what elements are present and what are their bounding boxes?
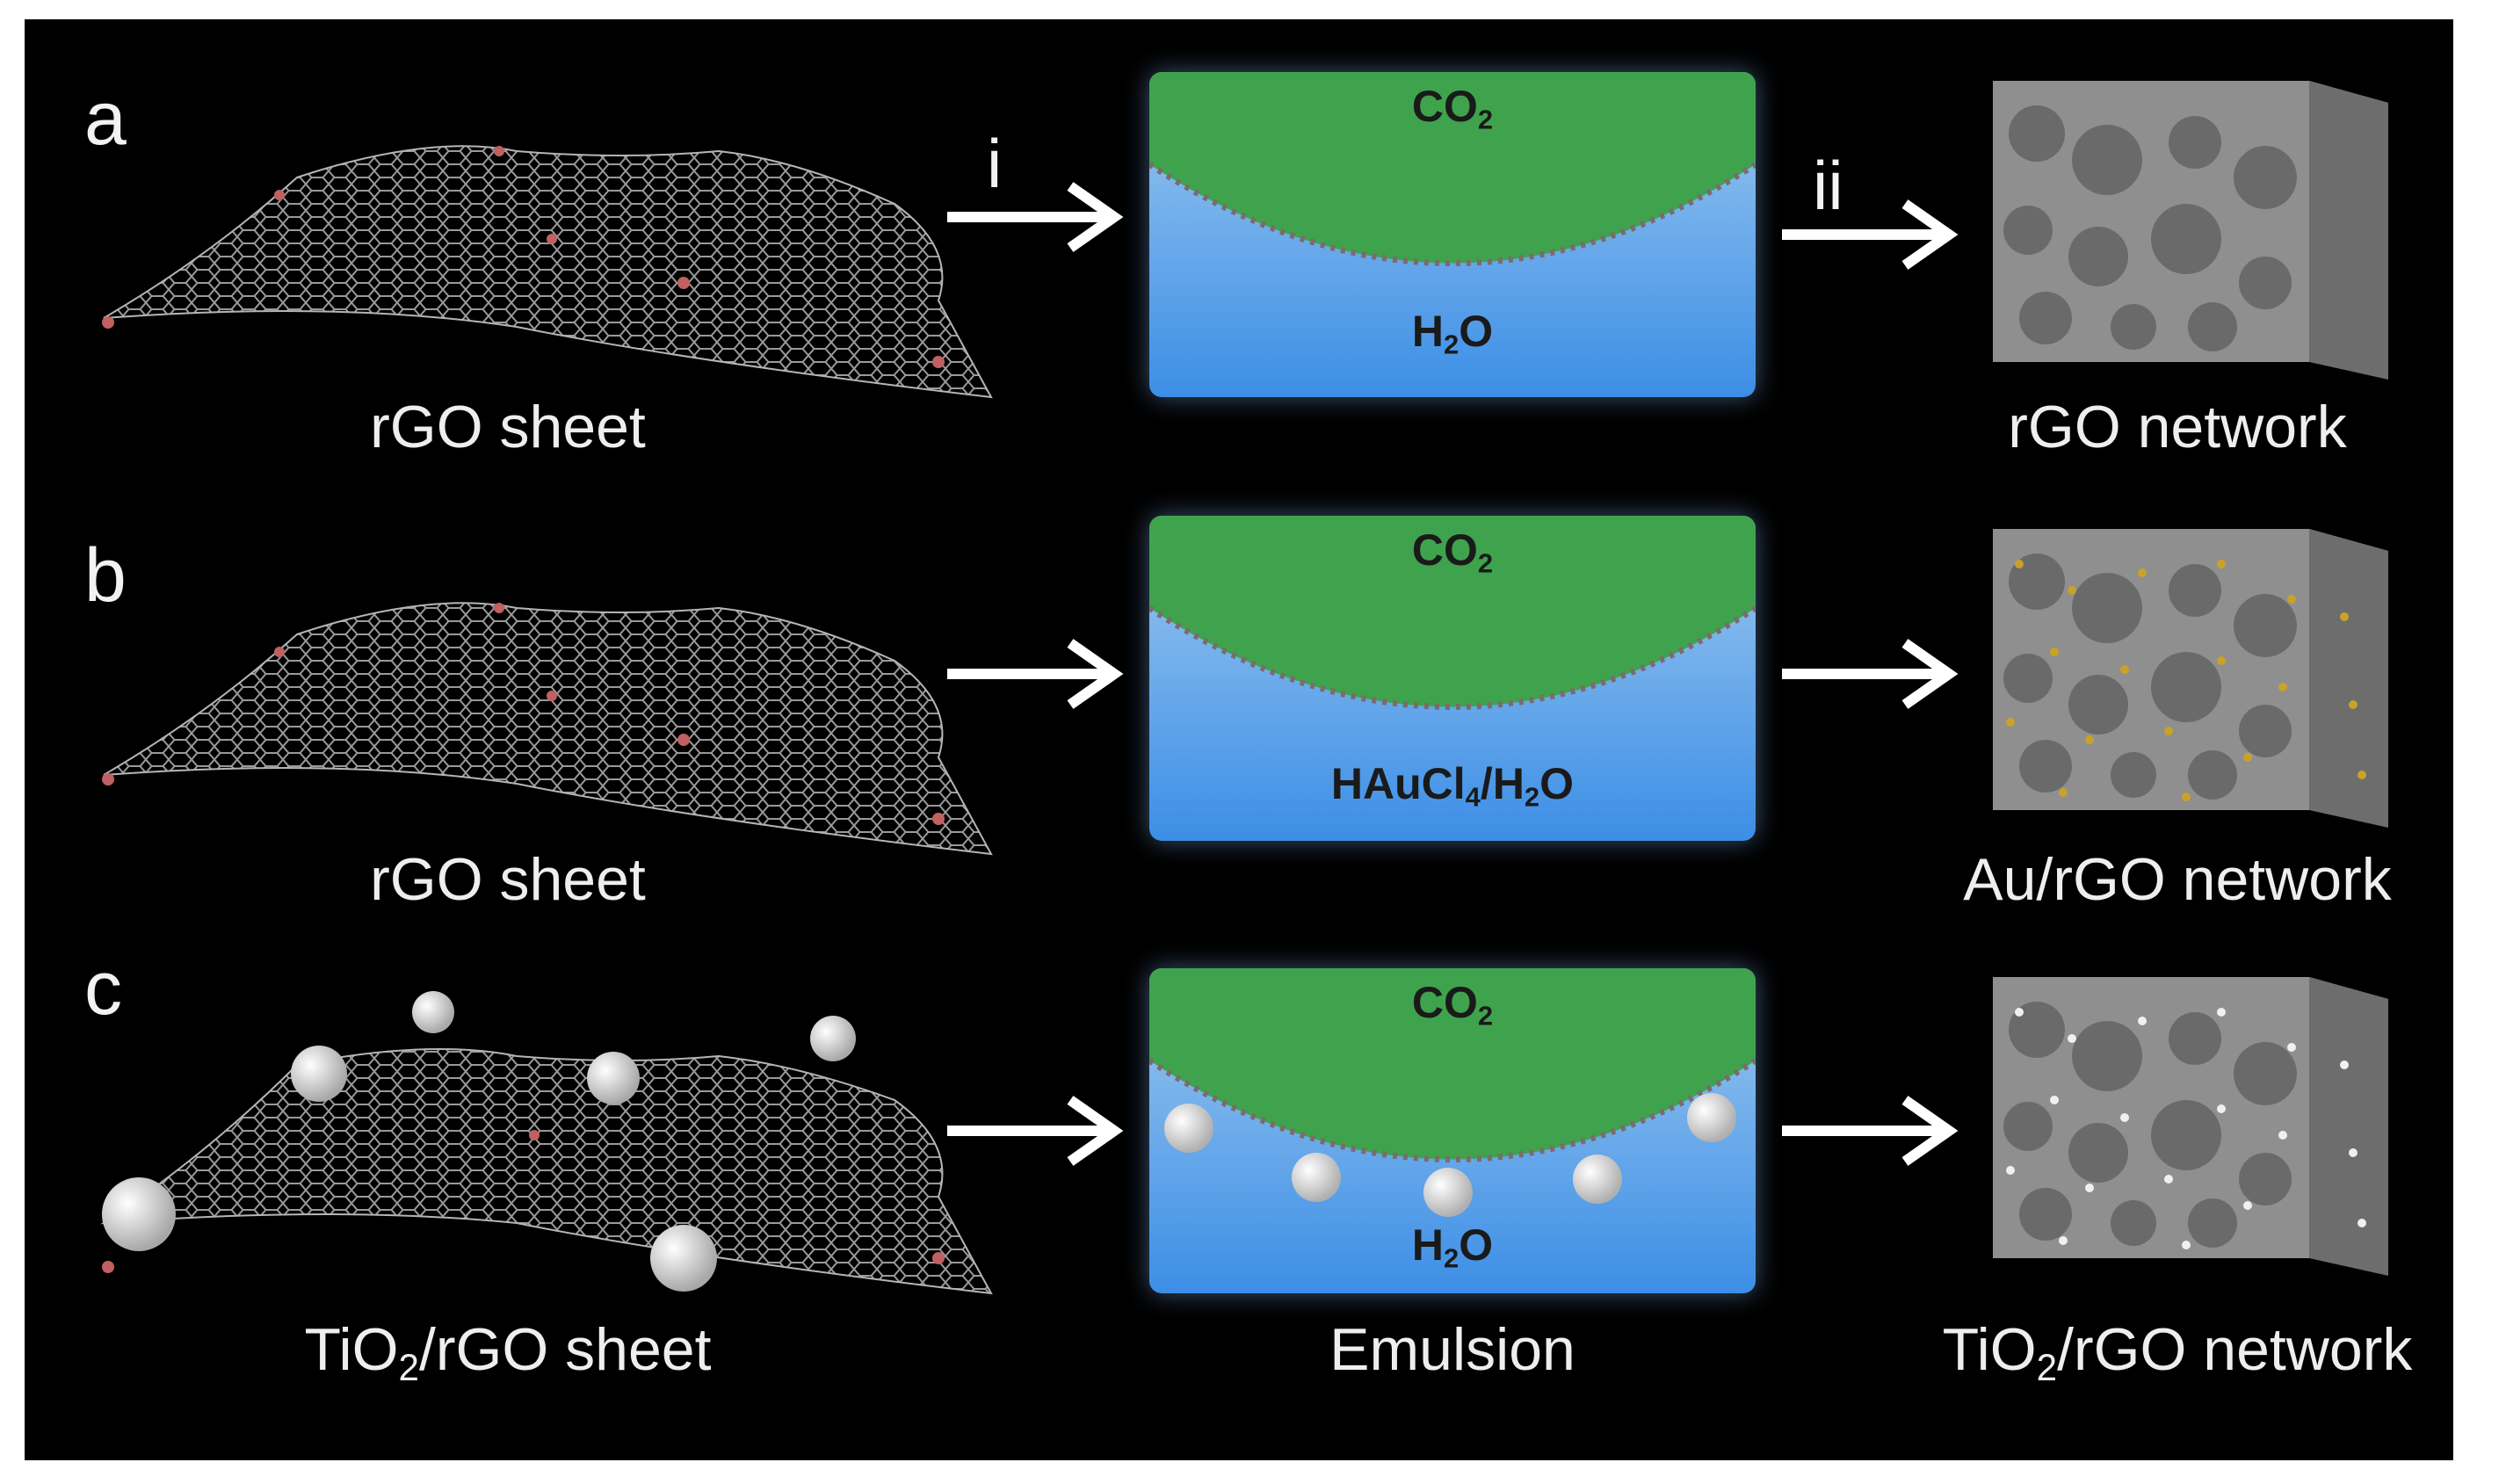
- row-a-left-label: rGO sheet: [370, 394, 646, 460]
- row-c-right-label: TiO2/rGO network: [1942, 1316, 2413, 1388]
- arrow-right-icon: [947, 1096, 1124, 1166]
- arrow-i-label: i: [987, 125, 1003, 202]
- row-b-au-foam-cube: [1993, 529, 2388, 828]
- row-c-emulsion-box: CO2 H2O: [1149, 968, 1756, 1293]
- row-a-foam-cube: [1993, 81, 2388, 380]
- row-b-co2-label: CO2: [1411, 525, 1494, 579]
- row-c-tio2-foam-cube: [1993, 977, 2388, 1276]
- row-a-co2-label: CO2: [1411, 82, 1494, 135]
- arrow-ii-label: ii: [1813, 147, 1843, 224]
- arrow-right-icon: [1782, 199, 1959, 270]
- row-b-left-label: rGO sheet: [370, 846, 646, 913]
- arrow-right-icon: [947, 639, 1124, 709]
- row-a-right-label: rGO network: [2008, 394, 2347, 460]
- arrow-right-icon: [1782, 639, 1959, 709]
- row-b-letter: b: [84, 533, 127, 618]
- row-b-rgo-sheet-illustration: [102, 602, 993, 856]
- row-b-emulsion-box: CO2 HAuCl4/H2O: [1149, 516, 1756, 841]
- figure-panel: a rGO sheet i CO2 H2O ii: [25, 19, 2453, 1460]
- row-c-letter: c: [84, 946, 122, 1031]
- row-c-co2-label: CO2: [1411, 978, 1494, 1032]
- row-a-h2o-label: H2O: [1411, 307, 1494, 360]
- arrow-right-icon: [947, 182, 1124, 252]
- row-a-emulsion-box: CO2 H2O: [1149, 72, 1756, 397]
- row-c-left-label: TiO2/rGO sheet: [304, 1316, 712, 1388]
- arrow-right-icon: [1782, 1096, 1959, 1166]
- row-a-letter: a: [84, 76, 127, 161]
- row-c-tio2-rgo-sheet-illustration: [100, 991, 993, 1295]
- row-b-right-label: Au/rGO network: [1963, 846, 2392, 913]
- row-a-rgo-sheet-illustration: [102, 145, 993, 399]
- row-c-h2o-label: H2O: [1411, 1220, 1494, 1274]
- row-c-center-label: Emulsion: [1329, 1316, 1575, 1383]
- row-b-haucl4-label: HAuCl4/H2O: [1330, 759, 1575, 813]
